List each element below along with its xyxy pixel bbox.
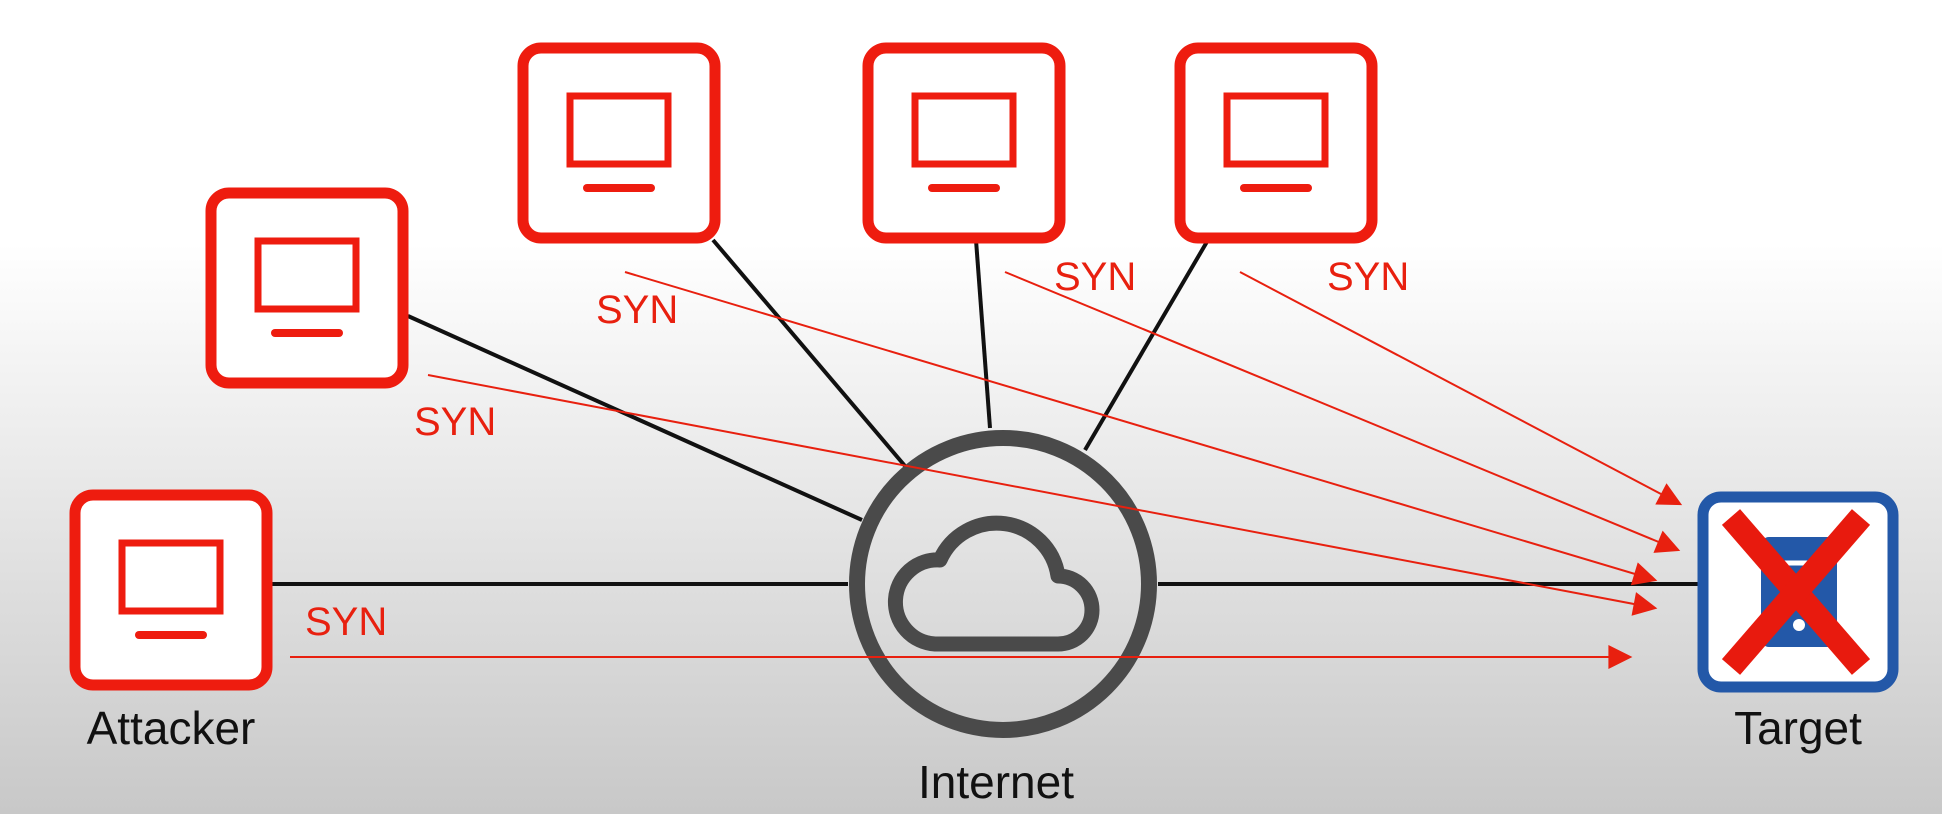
monitor-icon bbox=[254, 237, 360, 337]
cross-icon bbox=[1721, 509, 1871, 675]
syn-label: SYN bbox=[1054, 255, 1136, 299]
node-labels: Attacker Internet Target bbox=[87, 702, 1863, 808]
syn-labels: SYN SYN SYN SYN SYN bbox=[305, 255, 1409, 644]
target-label: Target bbox=[1734, 702, 1862, 754]
attacker-label: Attacker bbox=[87, 702, 256, 754]
syn-label: SYN bbox=[1327, 255, 1409, 299]
link-bot2-internet bbox=[711, 238, 907, 468]
bot-node bbox=[862, 42, 1066, 244]
syn-arrow bbox=[427, 374, 1658, 616]
internet-node bbox=[849, 430, 1157, 738]
syn-label: SYN bbox=[305, 600, 387, 644]
monitor-icon bbox=[118, 539, 224, 639]
syn-arrow bbox=[1004, 271, 1681, 553]
target-node bbox=[1697, 491, 1899, 693]
link-bot3-internet bbox=[974, 239, 992, 429]
link-bot1-internet bbox=[407, 314, 863, 522]
internet-label: Internet bbox=[918, 756, 1074, 808]
bot-node bbox=[1174, 42, 1378, 244]
monitor-icon bbox=[566, 92, 672, 192]
attacker-node bbox=[69, 489, 273, 691]
syn-label: SYN bbox=[414, 400, 496, 444]
bot-node bbox=[205, 187, 409, 389]
syn-arrow bbox=[1239, 271, 1683, 506]
syn-packets bbox=[290, 271, 1683, 669]
syn-label: SYN bbox=[596, 288, 678, 332]
network-links bbox=[270, 238, 1705, 586]
cloud-icon bbox=[887, 515, 1100, 652]
bot-node bbox=[517, 42, 721, 244]
monitor-icon bbox=[1223, 92, 1329, 192]
monitor-icon bbox=[911, 92, 1017, 192]
syn-arrow bbox=[624, 271, 1658, 586]
